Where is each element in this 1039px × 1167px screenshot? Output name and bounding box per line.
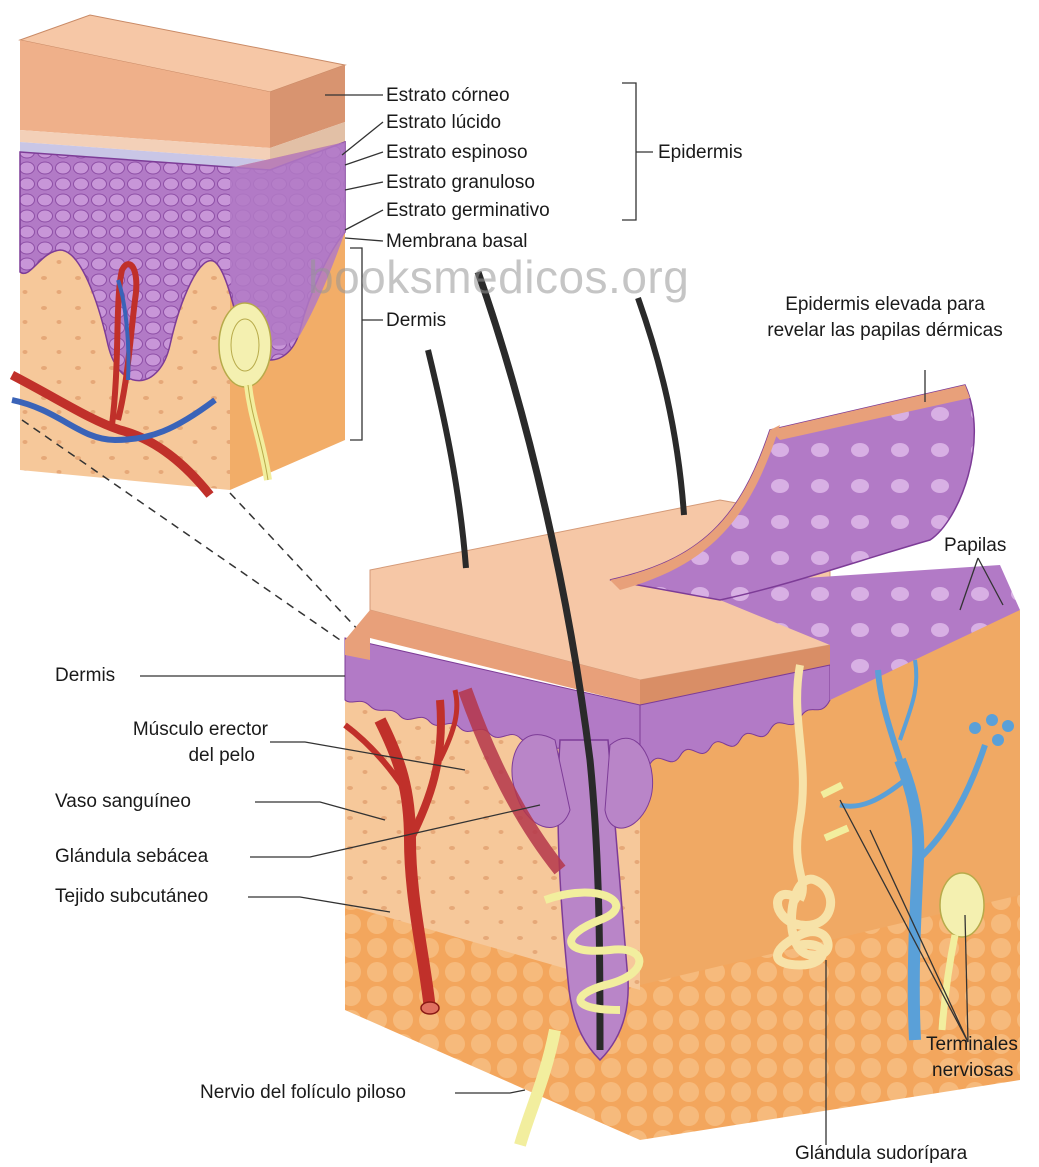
nerve-ending-bulb-4 [992, 734, 1004, 746]
label-tejido-subcutaneo: Tejido subcutáneo [55, 885, 208, 908]
blood-vessel-cut-end [421, 1002, 439, 1014]
label-terminales-line2: nerviosas [932, 1059, 1013, 1082]
zoom-line-2 [230, 493, 375, 648]
label-glandula-sebacea: Glándula sebácea [55, 845, 208, 868]
watermark: booksmedicos.org [308, 250, 689, 304]
label-estrato-espinoso: Estrato espinoso [386, 141, 528, 164]
pacinian-corpuscle [940, 873, 984, 937]
label-estrato-lucido: Estrato lúcido [386, 111, 501, 134]
label-papilas: Papilas [944, 534, 1006, 557]
label-glandula-sudoripara: Glándula sudorípara [795, 1142, 967, 1165]
label-dermis-main: Dermis [55, 664, 115, 687]
label-epidermis-elevada-line1: Epidermis elevada para [740, 293, 1030, 316]
label-musculo-line2: del pelo [40, 744, 255, 767]
label-membrana-basal: Membrana basal [386, 230, 528, 253]
inset-skin-block [12, 15, 345, 495]
label-musculo-line1: Músculo erector [40, 718, 268, 741]
label-dermis-inset: Dermis [386, 309, 446, 332]
label-vaso-sanguineo: Vaso sanguíneo [55, 790, 191, 813]
main-notch [345, 610, 370, 660]
label-nervio-foliculo: Nervio del folículo piloso [200, 1081, 406, 1104]
main-skin-block [345, 272, 1020, 1145]
nerve-ending-bulb-2 [986, 714, 998, 726]
label-estrato-germinativo: Estrato germinativo [386, 199, 550, 222]
label-estrato-corneo: Estrato córneo [386, 84, 510, 107]
nerve-ending-bulb-1 [969, 722, 981, 734]
short-hair-2 [638, 298, 684, 515]
short-hair-1 [428, 350, 466, 568]
label-epidermis: Epidermis [658, 141, 742, 164]
inset-nerve-corpuscle [219, 303, 271, 387]
label-epidermis-elevada-line2: revelar las papilas dérmicas [740, 319, 1030, 342]
nerve-ending-bulb-3 [1002, 720, 1014, 732]
label-terminales-line1: Terminales [926, 1033, 1018, 1056]
label-estrato-granuloso: Estrato granuloso [386, 171, 535, 194]
